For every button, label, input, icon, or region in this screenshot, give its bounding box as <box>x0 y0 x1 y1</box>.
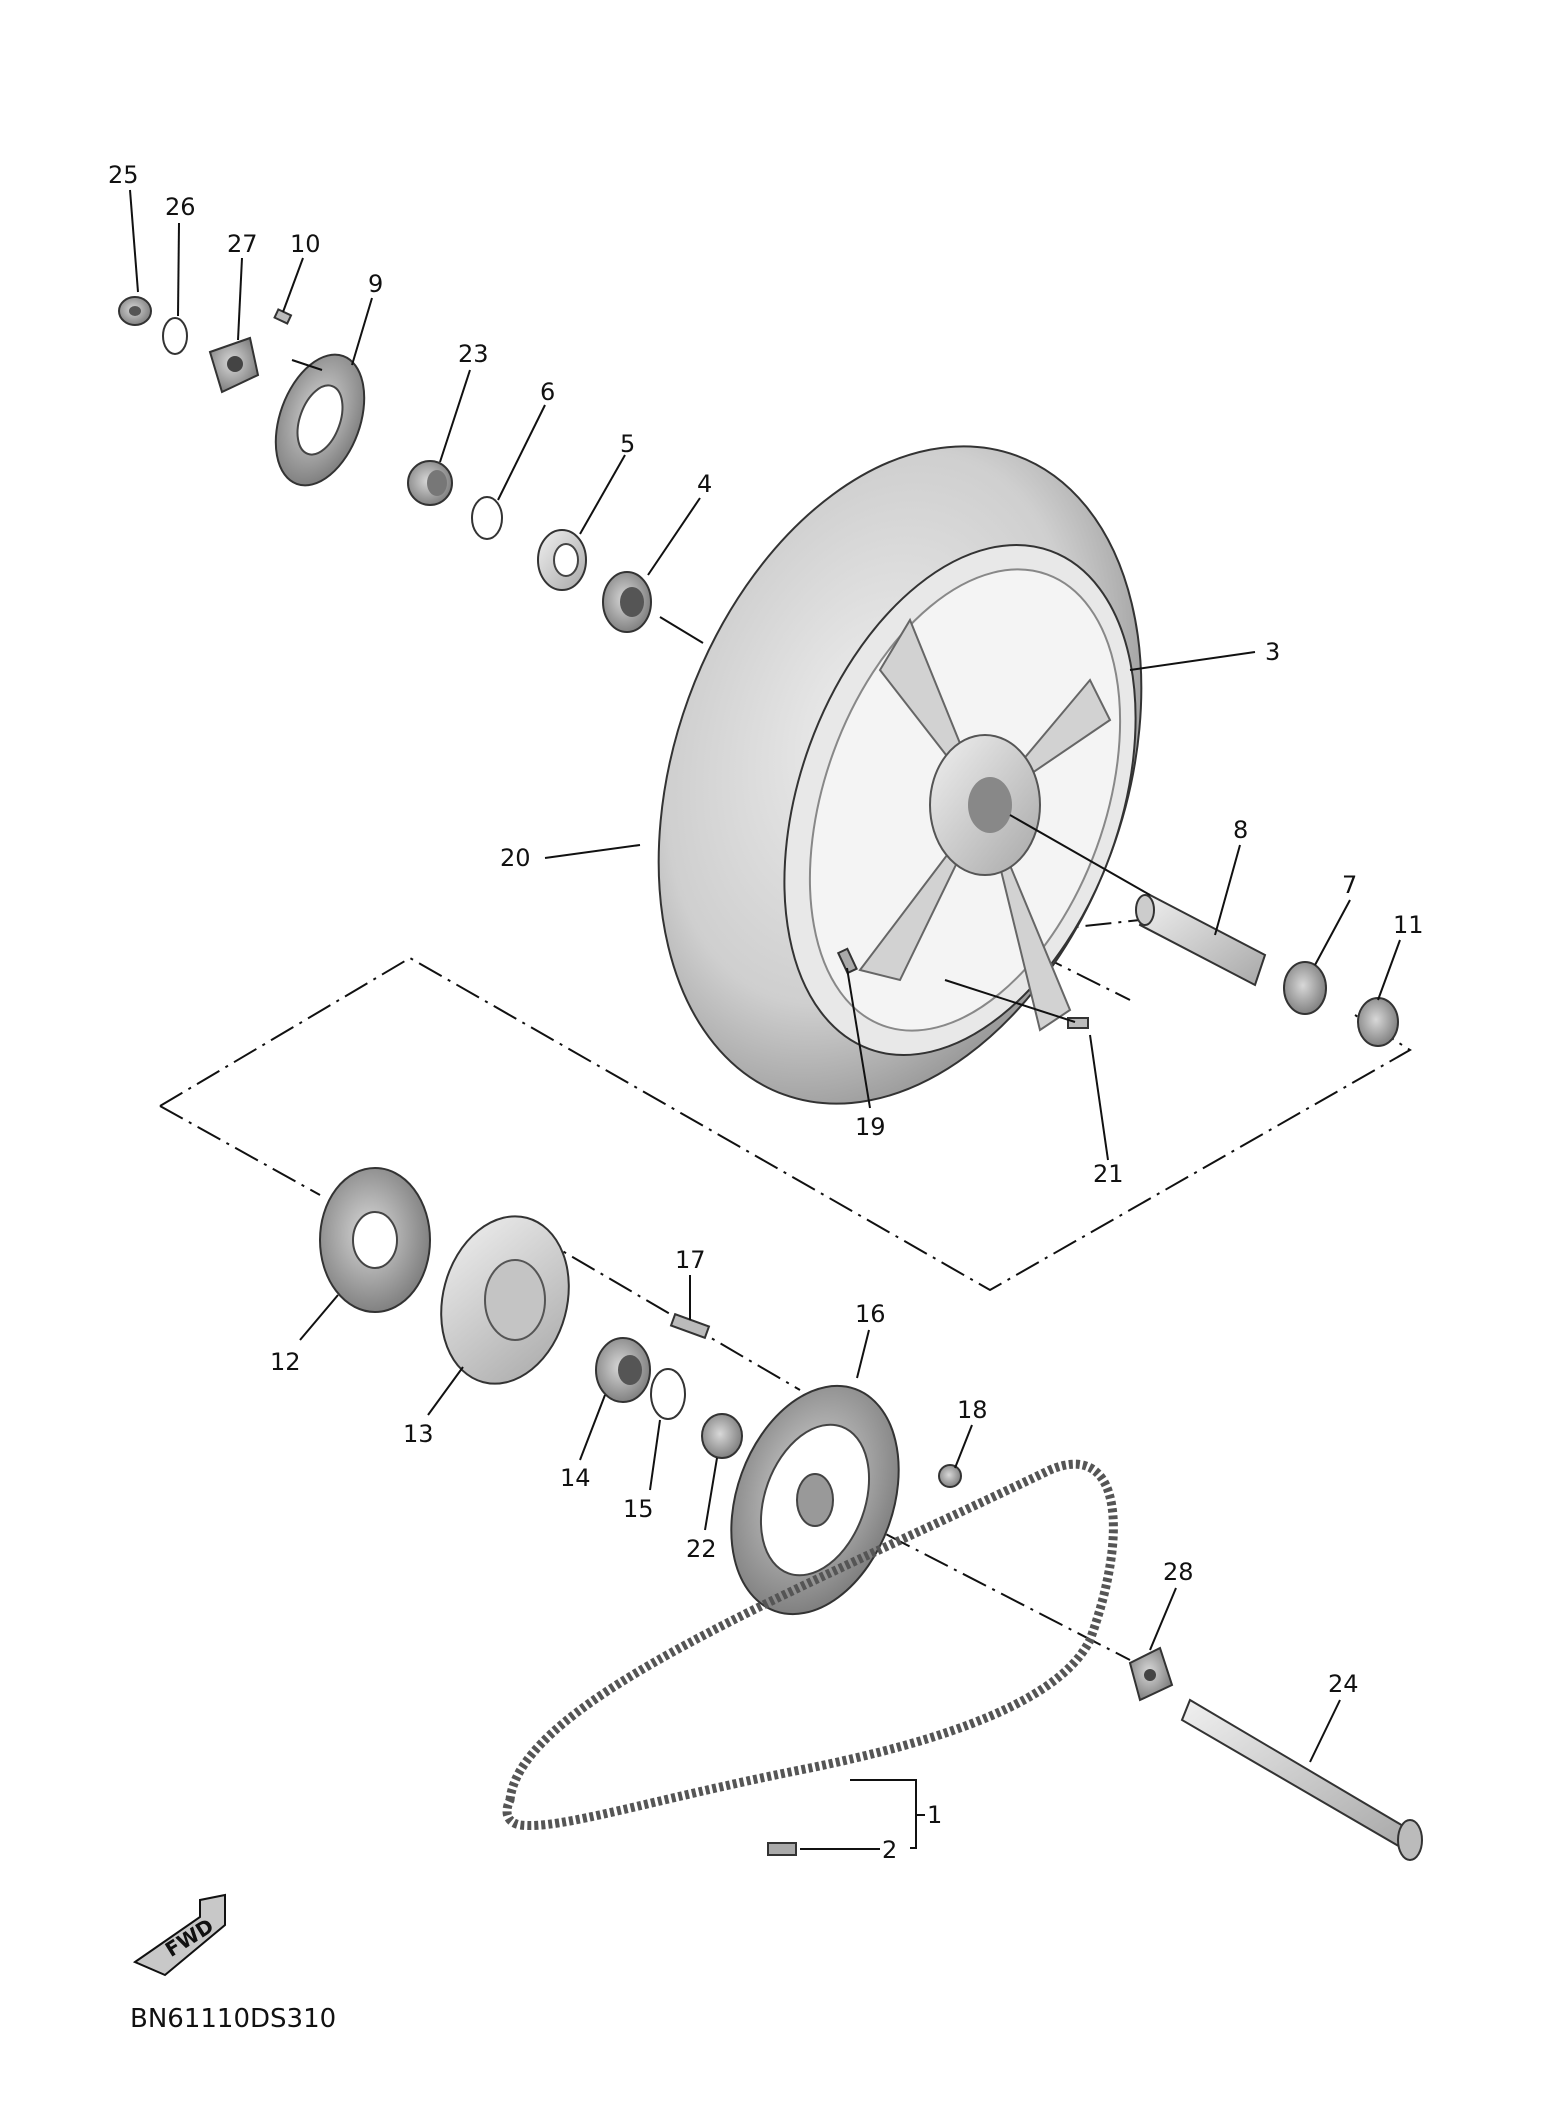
part-10-bolt <box>273 308 293 325</box>
part-3-rear-wheel <box>783 544 1137 1056</box>
part-2-master-link <box>767 1842 797 1856</box>
callout-10: 10 <box>290 230 321 258</box>
callout-8: 8 <box>1233 816 1248 844</box>
callout-1: 1 <box>927 1801 942 1829</box>
callout-13: 13 <box>403 1420 434 1448</box>
part-18-nut <box>938 1464 962 1488</box>
callout-25: 25 <box>108 161 139 189</box>
part-15-oil-seal <box>650 1368 686 1420</box>
callout-numbers: 25 26 27 10 9 23 6 5 4 3 20 8 7 11 19 21… <box>108 161 1424 1864</box>
callout-11: 11 <box>1393 911 1424 939</box>
callout-7: 7 <box>1342 871 1357 899</box>
callout-15: 15 <box>623 1495 654 1523</box>
leader-lines <box>129 189 1401 1850</box>
part-9-brake-disc <box>274 353 366 487</box>
part-14-bearing <box>595 1337 651 1403</box>
diagram-code: BN61110DS310 <box>130 2004 336 2034</box>
part-4-bearing <box>602 571 652 633</box>
part-13-clutch-hub <box>440 1215 570 1385</box>
callout-19: 19 <box>855 1113 886 1141</box>
callout-21: 21 <box>1093 1160 1124 1188</box>
part-21-weight <box>1067 1017 1089 1029</box>
part-11-collar <box>1357 997 1399 1047</box>
part-27-plate <box>208 336 260 394</box>
part-5-oil-seal <box>537 529 587 591</box>
part-17-bolt <box>669 1312 711 1340</box>
callout-24: 24 <box>1328 1670 1359 1698</box>
callout-26: 26 <box>165 193 196 221</box>
callout-23: 23 <box>458 340 489 368</box>
callout-3: 3 <box>1265 638 1280 666</box>
callout-17: 17 <box>675 1246 706 1274</box>
callout-27: 27 <box>227 230 258 258</box>
part-26-washer <box>162 317 188 355</box>
part-12-damper <box>319 1167 431 1313</box>
callout-12: 12 <box>270 1348 301 1376</box>
part-7-collar <box>1283 961 1327 1015</box>
part-16-sprocket <box>730 1384 900 1616</box>
part-28-adjuster <box>1128 1646 1174 1702</box>
part-22-collar <box>701 1413 743 1459</box>
callout-18: 18 <box>957 1396 988 1424</box>
callout-2: 2 <box>882 1836 897 1864</box>
callout-16: 16 <box>855 1300 886 1328</box>
callout-28: 28 <box>1163 1558 1194 1586</box>
callout-9: 9 <box>368 270 383 298</box>
fwd-arrow-icon: FWD <box>132 1893 226 1977</box>
part-1-drive-chain <box>502 1459 1118 1831</box>
part-24-axle <box>1180 1698 1423 1861</box>
callout-4: 4 <box>697 470 712 498</box>
callout-22: 22 <box>686 1535 717 1563</box>
callout-6: 6 <box>540 378 555 406</box>
part-8-spacer <box>1135 893 1267 987</box>
callout-5: 5 <box>620 430 635 458</box>
part-25-nut <box>118 296 152 326</box>
part-19-valve <box>836 947 858 975</box>
callout-20: 20 <box>500 844 531 872</box>
callout-14: 14 <box>560 1464 591 1492</box>
part-23-collar <box>407 460 453 506</box>
part-6-circlip <box>471 496 503 540</box>
